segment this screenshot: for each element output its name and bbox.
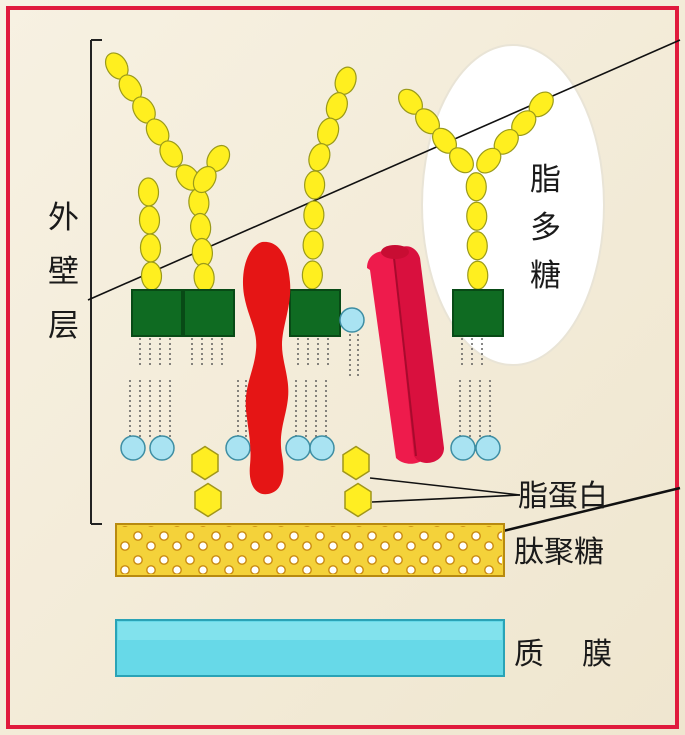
outer-layer-char-3: 层 [48,308,79,344]
sugar-bead [302,261,323,289]
sugar-bead [467,232,487,260]
outer-layer-char-2: 壁 [48,254,79,290]
sugar-bead [466,173,486,201]
phospholipid-head [121,436,145,460]
peptidoglycan-layer [116,524,504,576]
outer-layer-char-1: 外 [48,200,79,236]
phospholipid-head [150,436,174,460]
lipoprotein-hexagon [192,447,218,480]
sugar-bead [304,171,325,199]
lps-char-1: 脂 [530,162,561,198]
peptidoglycan-label: 肽聚糖 [514,535,604,570]
sugar-bead [138,178,159,207]
phospholipid-head [226,436,250,460]
sugar-bead [141,262,162,291]
lipid-a-square [184,290,234,336]
lipoprotein-hexagon [343,447,369,480]
sugar-bead [139,206,160,235]
lps-char-3: 糖 [530,258,561,294]
plasma-membrane [116,620,504,676]
lipid-a-square [453,290,503,336]
lipoprotein-label: 脂蛋白 [518,479,608,514]
phospholipid-head [310,436,334,460]
sugar-bead [304,201,325,229]
lps-char-2: 多 [530,210,561,246]
phospholipid-head [286,436,310,460]
lipid-a-square [132,290,182,336]
phospholipid-head [340,308,364,332]
plasma-membrane-label: 质 膜 [514,637,612,672]
phospholipid-head [476,436,500,460]
lipoprotein-hexagon [195,484,221,517]
lps-highlight-ellipse [422,45,604,365]
phospholipid-head [451,436,475,460]
sugar-bead [303,231,324,259]
sugar-bead [467,202,487,230]
lipoprotein-hexagon [345,484,371,517]
sugar-bead [468,261,488,289]
sugar-bead [140,234,161,263]
lipid-a-square [290,290,340,336]
